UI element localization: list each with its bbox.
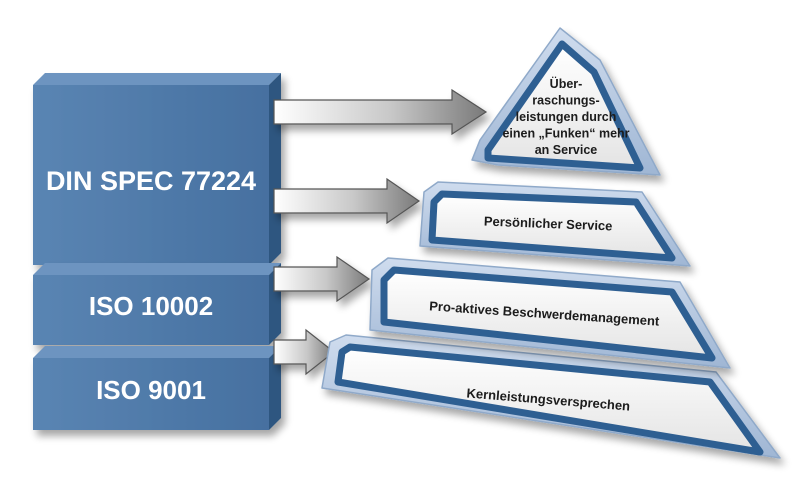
tier-label-line: Über- <box>550 76 583 91</box>
block-front-face <box>33 358 269 430</box>
block-front-face <box>33 85 269 265</box>
block-side-face <box>269 346 281 430</box>
arrow-2 <box>273 177 421 225</box>
standard-block-2: ISO 10002 <box>33 263 281 345</box>
tier-label-line: Persönlicher Service <box>484 214 613 234</box>
tier-inner-panel <box>334 343 764 456</box>
block-front-face <box>33 275 269 345</box>
tier-inner-panel <box>428 190 676 262</box>
standard-label: ISO 9001 <box>96 375 206 405</box>
tier-label-line: raschungs- <box>532 94 599 108</box>
pyramid-tier-2: Persönlicher Service <box>419 181 691 267</box>
tier-inner-panel <box>484 40 644 172</box>
pyramid-tier-4: Kernleistungsversprechen <box>321 334 781 459</box>
block-top-face <box>33 346 281 358</box>
tier-label-line: an Service <box>535 143 598 157</box>
tier-inner-panel <box>380 266 716 362</box>
block-top-face <box>33 263 281 275</box>
tier-label-line: leistungen durch <box>516 110 617 124</box>
tier-label-line: einen „Funken“ mehr <box>502 127 629 141</box>
pyramid-tier-3: Pro-aktives Beschwerdemanagement <box>369 257 731 369</box>
arrow-4 <box>273 328 335 376</box>
tier-label-1: Über-raschungs-leistungen durch einen „Fu… <box>502 76 629 157</box>
standard-block-3: ISO 9001 <box>33 346 281 430</box>
standard-label: DIN SPEC 77224 <box>46 166 256 196</box>
pyramid-tier-1: Über-raschungs-leistungen durch einen „Fu… <box>471 27 661 176</box>
arrows-group <box>273 88 488 376</box>
standard-label: ISO 10002 <box>89 291 213 321</box>
arrow-3 <box>273 255 371 303</box>
arrow-1 <box>273 88 488 136</box>
block-top-face <box>33 73 281 85</box>
tier-label-2: Persönlicher Service <box>484 214 613 234</box>
standard-block-1: DIN SPEC 77224 <box>33 73 281 265</box>
